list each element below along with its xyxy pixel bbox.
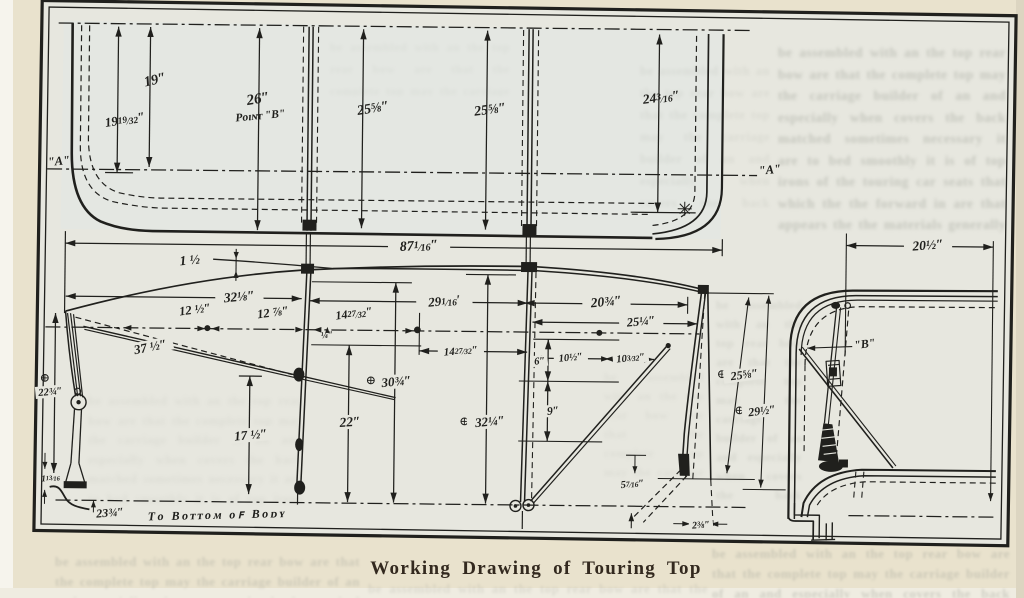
svg-text:1427⁄32″: 1427⁄32″ bbox=[335, 304, 374, 323]
svg-text:19″: 19″ bbox=[142, 70, 168, 91]
svg-text:9″: 9″ bbox=[547, 405, 560, 418]
svg-text:22″: 22″ bbox=[338, 413, 361, 430]
svg-text:57⁄16″: 57⁄16″ bbox=[620, 478, 644, 491]
svg-text:Poɪɴᴛ "B": Poɪɴᴛ "B" bbox=[235, 108, 286, 125]
svg-text:25⅝″: 25⅝″ bbox=[355, 99, 390, 119]
svg-text:12 ⅞″: 12 ⅞″ bbox=[256, 303, 289, 321]
svg-text:29½″: 29½″ bbox=[746, 402, 776, 420]
svg-text:23¾″: 23¾″ bbox=[95, 505, 125, 521]
svg-text:"A": "A" bbox=[758, 162, 781, 178]
svg-text:1 ½: 1 ½ bbox=[179, 252, 201, 269]
svg-text:Working Drawing of Touring Top: Working Drawing of Touring Top bbox=[370, 558, 701, 579]
svg-text:12 ½″: 12 ½″ bbox=[178, 301, 211, 319]
svg-text:17 ½″: 17 ½″ bbox=[234, 426, 268, 444]
svg-text:113⁄16: 113⁄16 bbox=[41, 472, 61, 483]
svg-text:871⁄16″: 871⁄16″ bbox=[399, 238, 438, 255]
svg-text:25¼″: 25¼″ bbox=[625, 313, 656, 330]
svg-text:37 ½″: 37 ½″ bbox=[132, 336, 168, 357]
svg-text:25⅝″: 25⅝″ bbox=[472, 101, 507, 120]
svg-text:10½″: 10½″ bbox=[558, 351, 583, 364]
svg-text:26″: 26″ bbox=[244, 89, 271, 109]
svg-text:32¼″: 32¼″ bbox=[473, 412, 505, 430]
svg-text:30¾″: 30¾″ bbox=[380, 372, 412, 390]
svg-text:Tᴏ Bᴏᴛᴛᴏᴍ ᴏꜰ Bᴏᴅʏ: Tᴏ Bᴏᴛᴛᴏᴍ ᴏꜰ Bᴏᴅʏ bbox=[148, 506, 287, 523]
svg-text:32⅛″: 32⅛″ bbox=[222, 288, 255, 306]
svg-text:25⅝″: 25⅝″ bbox=[729, 366, 759, 384]
svg-text:1919⁄32″: 1919⁄32″ bbox=[104, 109, 146, 131]
svg-text:¼″: ¼″ bbox=[320, 329, 333, 341]
svg-text:6″: 6″ bbox=[534, 356, 546, 368]
svg-text:20¾″: 20¾″ bbox=[589, 293, 622, 311]
svg-text:22¾″: 22¾″ bbox=[37, 386, 63, 399]
svg-text:103⁄32″: 103⁄32″ bbox=[616, 352, 646, 366]
svg-text:20½″: 20½″ bbox=[911, 236, 944, 253]
svg-text:1427⁄32″: 1427⁄32″ bbox=[443, 344, 478, 359]
svg-text:"B": "B" bbox=[853, 335, 876, 352]
svg-text:2⅜″: 2⅜″ bbox=[691, 519, 711, 531]
svg-text:243⁄16″: 243⁄16″ bbox=[641, 87, 681, 107]
svg-text:"A": "A" bbox=[47, 153, 70, 169]
